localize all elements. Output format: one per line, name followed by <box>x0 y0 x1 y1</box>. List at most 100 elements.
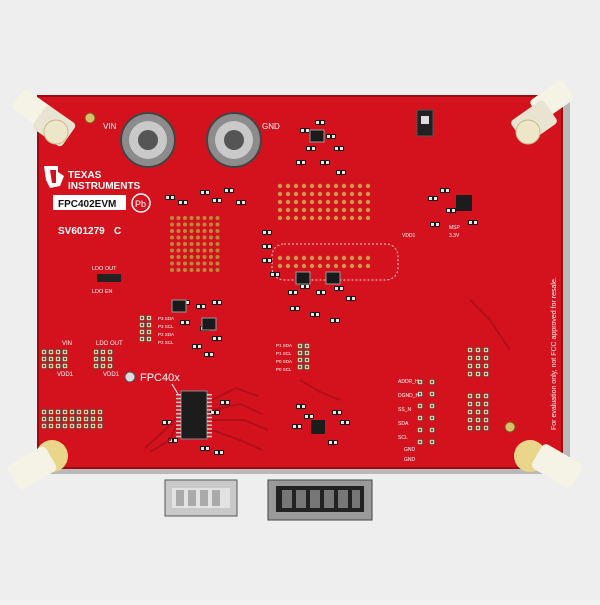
bga-footprint-right <box>277 183 371 221</box>
via <box>209 229 213 233</box>
header-pin-hole <box>298 351 302 355</box>
via <box>333 183 339 189</box>
via <box>357 255 363 261</box>
via <box>333 215 339 221</box>
via <box>196 229 200 233</box>
header-pin-hole <box>430 380 434 384</box>
ic-pin <box>176 435 181 438</box>
mounting-hole <box>124 371 136 383</box>
header-pin-hole <box>418 416 422 420</box>
right-pin-scl: SCL <box>398 435 408 441</box>
ic-pin <box>176 420 181 423</box>
smd-pad <box>341 421 344 424</box>
via <box>189 235 194 240</box>
via <box>209 248 213 253</box>
via <box>285 199 291 205</box>
via <box>176 235 181 240</box>
smd-pad <box>221 401 224 404</box>
ic-pin <box>176 405 181 407</box>
header-pin-hole <box>476 426 480 430</box>
smd-pad <box>302 405 305 408</box>
via <box>317 207 323 213</box>
header-pin-hole <box>49 410 53 414</box>
smd-pad <box>181 321 184 324</box>
via <box>170 229 174 233</box>
smd-pad <box>335 287 338 290</box>
model-label-box <box>53 195 126 210</box>
via <box>309 263 315 269</box>
header-pin-hole <box>63 410 67 414</box>
via <box>309 191 315 197</box>
via <box>277 255 283 261</box>
vdd1-left-label: VDD1 <box>57 372 74 378</box>
smd-component <box>270 272 280 277</box>
header-pin-hole <box>476 372 480 376</box>
inductor <box>309 129 325 143</box>
header-pin-hole <box>484 410 488 414</box>
smd-component <box>196 304 206 309</box>
smd-pad <box>205 353 208 356</box>
smd-component <box>440 188 450 193</box>
via <box>293 183 299 189</box>
ic-pin <box>176 409 181 411</box>
via <box>349 199 355 205</box>
via <box>333 207 339 213</box>
via <box>189 216 194 220</box>
via <box>325 183 331 189</box>
via <box>317 215 323 221</box>
via <box>317 191 323 197</box>
header-pin-hole <box>484 426 488 430</box>
header-pin-hole <box>49 357 53 361</box>
smd-component <box>428 196 438 201</box>
smd-component <box>296 160 306 165</box>
via <box>170 216 174 220</box>
via <box>309 255 315 261</box>
smd-pad <box>166 196 169 199</box>
smd-pad <box>302 161 305 164</box>
pcb-trace <box>149 425 177 453</box>
header-pin-hole <box>49 350 53 354</box>
pcb-trace <box>144 417 177 449</box>
via <box>341 207 347 213</box>
header-right-bank <box>417 347 489 445</box>
smd-component <box>336 170 346 175</box>
via <box>183 261 187 266</box>
msp-voltage-label: 3.3V <box>449 233 460 239</box>
smd-pad <box>431 223 434 226</box>
via <box>183 255 187 259</box>
fpc40x-ic-pins <box>176 394 212 438</box>
smd-pad <box>297 405 300 408</box>
fpc40x-ic <box>180 390 208 440</box>
via <box>215 268 220 272</box>
header-pin-hole <box>476 364 480 368</box>
header-pin-hole <box>476 394 480 398</box>
via <box>317 255 323 261</box>
ic-pin <box>207 409 212 411</box>
header-pin-hole <box>49 417 53 421</box>
smd-pad <box>447 209 450 212</box>
smd-component <box>328 440 338 445</box>
via <box>365 199 371 205</box>
via <box>349 255 355 261</box>
ti-logo <box>44 166 64 188</box>
via <box>215 248 220 253</box>
header-pin-hole <box>418 380 422 384</box>
via <box>285 207 291 213</box>
pcb-trace <box>211 429 263 451</box>
header-pin-hole <box>63 350 67 354</box>
smd-pad <box>298 425 301 428</box>
smd-pad <box>340 147 343 150</box>
header-pin-hole <box>468 394 472 398</box>
via <box>196 261 200 266</box>
smd-pad <box>291 307 294 310</box>
smd-pad <box>163 421 166 424</box>
ic-pin <box>207 401 212 404</box>
header-pin-hole <box>42 417 46 421</box>
smd-pad <box>206 447 209 450</box>
via <box>301 263 307 269</box>
via <box>176 229 181 233</box>
via <box>349 183 355 189</box>
ic-pin <box>207 420 212 423</box>
header-pin-hole <box>140 316 144 320</box>
